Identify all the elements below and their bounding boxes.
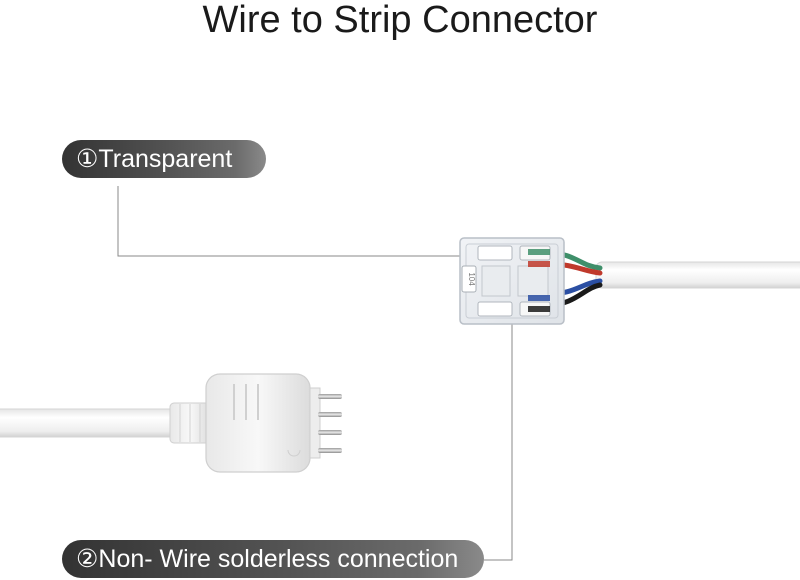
leader-line-transparent bbox=[117, 186, 480, 257]
four-pins bbox=[318, 394, 342, 453]
page-title: Wire to Strip Connector bbox=[202, 0, 598, 41]
strain-relief bbox=[169, 402, 211, 444]
callout-transparent: ①Transparent bbox=[62, 140, 266, 178]
transparent-connector bbox=[459, 237, 565, 325]
callout-solderless-connection: ②Non- Wire solderless connection bbox=[62, 540, 484, 578]
connector-marking: 104 bbox=[467, 272, 476, 286]
leader-line-solderless bbox=[484, 302, 513, 561]
four-pin-plug-housing bbox=[205, 373, 321, 473]
left-cable bbox=[0, 408, 185, 438]
right-cable bbox=[595, 261, 800, 289]
